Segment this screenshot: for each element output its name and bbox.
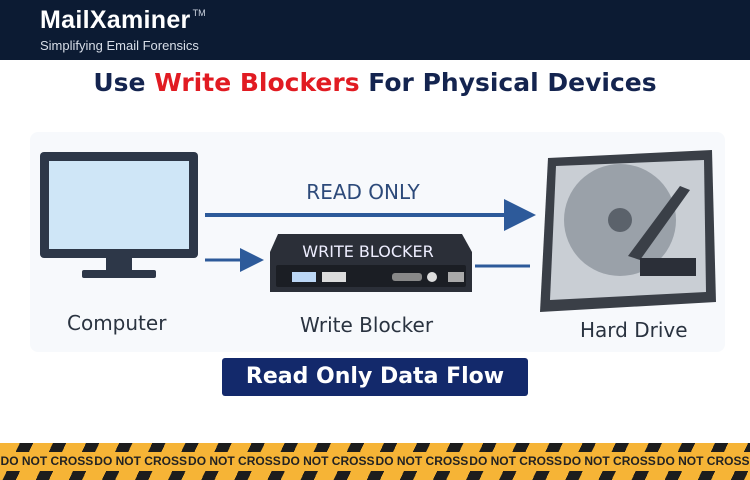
hard-drive-label: Hard Drive bbox=[580, 318, 688, 342]
tape-text: DO NOT CROSS bbox=[469, 454, 562, 468]
tagline: Simplifying Email Forensics bbox=[40, 38, 199, 53]
title-prefix: Use bbox=[93, 68, 155, 97]
computer-icon bbox=[40, 152, 198, 278]
tape-text: DO NOT CROSS bbox=[563, 454, 656, 468]
hard-drive-icon bbox=[540, 150, 716, 312]
tape-text: DO NOT CROSS bbox=[188, 454, 281, 468]
tape-text: DO NOT CROSS bbox=[375, 454, 469, 468]
read-only-data-flow-banner: Read Only Data Flow bbox=[222, 358, 528, 396]
write-blocker-device-icon: WRITE BLOCKER bbox=[270, 234, 472, 292]
write-blocker-label: Write Blocker bbox=[300, 313, 434, 337]
trademark: TM bbox=[192, 8, 206, 18]
brand-name: MailXaminer bbox=[40, 6, 191, 34]
tape-text: DO NOT CROSS bbox=[656, 454, 750, 468]
write-blocker-device-label: WRITE BLOCKER bbox=[302, 242, 433, 261]
page-title: Use Write Blockers For Physical Devices bbox=[0, 68, 750, 97]
computer-label: Computer bbox=[67, 311, 167, 335]
title-highlight: Write Blockers bbox=[154, 68, 360, 97]
title-suffix: For Physical Devices bbox=[359, 68, 657, 97]
read-only-label: READ ONLY bbox=[306, 180, 420, 204]
tape-text: DO NOT CROSS bbox=[94, 454, 187, 468]
tape-text: DO NOT CROSS bbox=[0, 454, 94, 468]
tape-text: DO NOT CROSS bbox=[281, 454, 375, 468]
